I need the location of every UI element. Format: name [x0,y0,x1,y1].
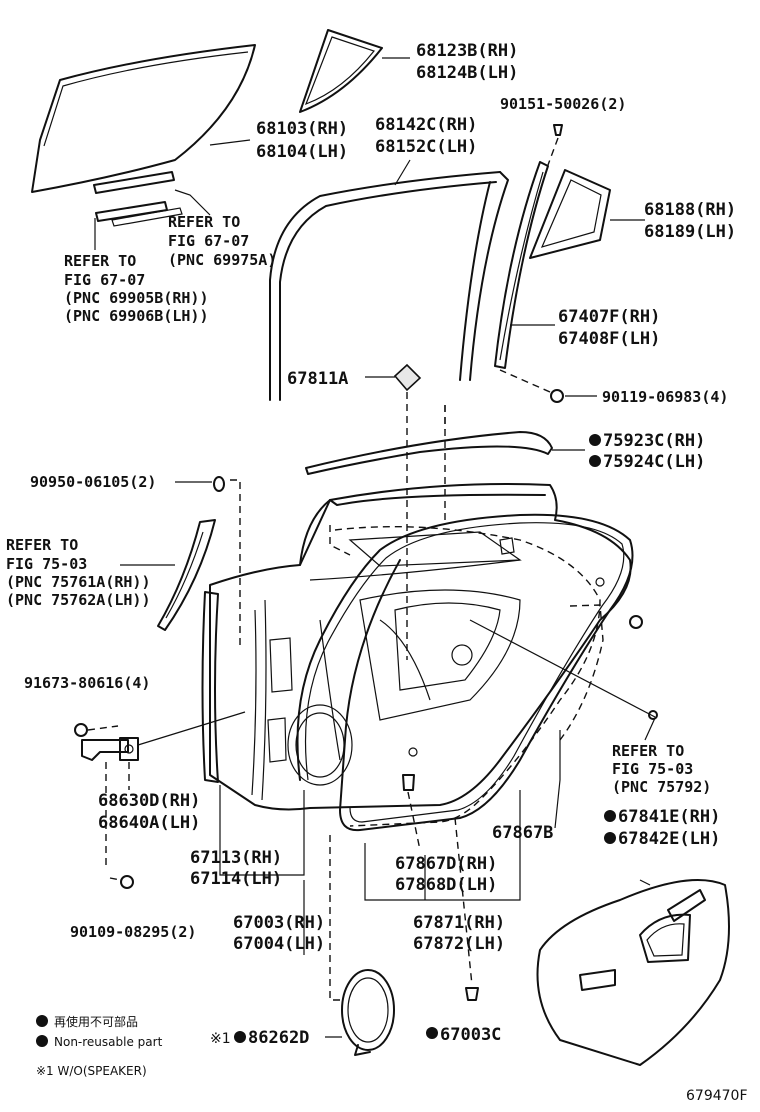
leader-lines [94,57,656,1038]
door-hinge [81,711,246,870]
label-75924c: 75924C(LH) [603,452,705,472]
screw-90151 [547,124,563,166]
refer-b-line1: REFER TO [64,252,136,270]
outer-molding [157,519,216,631]
quarter-glass [299,29,383,113]
non-reusable-mark-67842e [604,832,616,844]
service-hole-cover [536,879,730,1066]
refer-b-line2: FIG 67-07 [64,271,145,289]
label-67407f: 67407F(RH) [558,307,660,327]
clip-67867d [402,774,421,851]
speaker-note-mark: ※1 [210,1031,231,1047]
label-68142c: 68142C(RH) [375,115,477,135]
label-67114: 67114(LH) [190,869,282,889]
label-91673: 91673-80616(4) [24,674,150,692]
door-frame-molding [269,171,509,401]
label-68189: 68189(LH) [644,222,736,242]
legend-dot-jp [36,1015,48,1027]
label-67003: 67003(RH) [233,913,325,933]
label-68640a: 68640A(LH) [98,813,200,833]
label-67003c: 67003C [440,1025,501,1045]
hole-plug-90950 [213,476,241,645]
refer-a-line2: FIG 67-07 [168,232,249,250]
label-68104: 68104(LH) [256,142,348,162]
label-67867d: 67867D(RH) [395,854,497,874]
clip-67811a [393,363,422,660]
non-reusable-mark-67841e [604,810,616,822]
belt-molding [305,431,553,475]
label-67868d: 67868D(LH) [395,875,497,895]
rear-door-panel [201,483,632,811]
label-68103: 68103(RH) [256,119,348,139]
label-67841e: 67841E(RH) [618,807,720,827]
refer-b-line3: (PNC 69905B(RH)) [64,289,209,307]
label-68630d: 68630D(RH) [98,791,200,811]
label-67872: 67872(LH) [413,934,505,954]
legend-dot-en [36,1035,48,1047]
legend-non-reusable-jp: 再使用不可部品 [54,1014,138,1029]
bolt-90109 [109,875,134,889]
legend: 再使用不可部品 Non-reusable part ※1 W/O(SPEAKER… [36,1014,163,1078]
refer-c-line3: (PNC 75761A(RH)) [6,573,151,591]
label-90950: 90950-06105(2) [30,473,156,491]
non-reusable-mark-86262d [234,1031,246,1043]
label-67871: 67871(RH) [413,913,505,933]
label-67004: 67004(LH) [233,934,325,954]
refer-c-line4: (PNC 75762A(LH)) [6,591,151,609]
door-weatherstrip [296,513,634,832]
door-glass [31,44,256,193]
refer-a-line3: (PNC 69975A) [168,251,276,269]
refer-c-line1: REFER TO [6,536,78,554]
circle-markers [629,615,658,720]
refer-c-line2: FIG 75-03 [6,555,87,573]
part-labels: 68123B(RH) 68124B(LH) 90151-50026(2) 681… [6,41,736,1048]
label-90109: 90109-08295(2) [70,923,196,941]
non-reusable-mark-75923c [589,434,601,446]
refer-d-line2: FIG 75-03 [612,760,693,778]
division-bar-channel [494,161,549,369]
label-67842e: 67842E(LH) [618,829,720,849]
quarter-window-frame [529,169,611,259]
opening-weatherstrip [329,405,604,827]
refer-a-line1: REFER TO [168,213,240,231]
non-reusable-mark-67003c [426,1027,438,1039]
refer-d-line3: (PNC 75792) [612,778,711,796]
label-68188: 68188(RH) [644,200,736,220]
label-68124b: 68124B(LH) [416,63,518,83]
label-86262d: 86262D [248,1028,309,1048]
screw-90119 [499,369,564,403]
legend-non-reusable-en: Non-reusable part [54,1035,163,1049]
label-67408f: 67408F(LH) [558,329,660,349]
refer-b-line4: (PNC 69906B(LH)) [64,307,209,325]
refer-d-line1: REFER TO [612,742,684,760]
label-90151: 90151-50026(2) [500,95,626,113]
label-68152c: 68152C(LH) [375,137,477,157]
label-75923c: 75923C(RH) [603,431,705,451]
legend-speaker-note: ※1 W/O(SPEAKER) [36,1064,147,1078]
label-90119: 90119-06983(4) [602,388,728,406]
bolt-91673 [74,723,119,737]
glass-run-strips [93,171,183,227]
label-67811a: 67811A [287,369,348,389]
label-68123b: 68123B(RH) [416,41,518,61]
label-67113: 67113(RH) [190,848,282,868]
drawing-code: 679470F [686,1088,748,1104]
speaker-ring [329,835,395,1056]
label-67867b: 67867B [492,823,553,843]
non-reusable-mark-75924c [589,455,601,467]
clip-67003c [454,817,479,1001]
